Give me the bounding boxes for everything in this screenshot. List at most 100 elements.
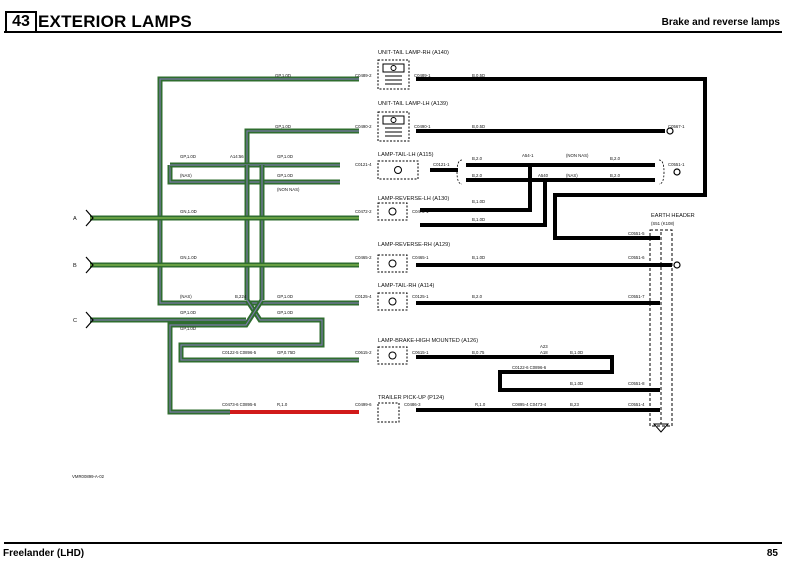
wire-gp-nas-loop [167, 165, 340, 185]
wire-label: (NAS) [566, 173, 578, 178]
wire-label: GP,1.0D [180, 326, 196, 331]
trailer-p124-symbol [377, 402, 400, 423]
connector-label: C0499-6 [355, 402, 372, 407]
wire-label: B,2.0 [472, 294, 483, 299]
wire-label: B,1.0D [472, 255, 485, 260]
input-label-c: C [73, 318, 77, 324]
wire-label: C0122-5 C0896-5 [222, 350, 257, 355]
connector-label: C0472-1 [412, 209, 429, 214]
wire-gp-trailer [167, 298, 265, 415]
input-label-b: B [73, 263, 77, 269]
wire-label: B,2.0 [610, 173, 621, 178]
label-a115: LAMP-TAIL-LH (A115) [378, 152, 434, 158]
label-earth-header-id: (S51 (K108) [651, 221, 675, 226]
header-rule [4, 31, 782, 33]
wire-label: C0473-6 C0895-6 [222, 402, 257, 407]
wire-label: B,23 [570, 402, 579, 407]
wire-label: A54-1 [522, 153, 534, 158]
nas-bracket-right [658, 159, 665, 185]
connector-label: C0121-4 [355, 162, 372, 167]
label-a130: LAMP-REVERSE-LH (A130) [378, 196, 449, 202]
wire-label: B,0.75 [472, 350, 485, 355]
label-earth-header: EARTH HEADER [651, 213, 695, 219]
wire-label: (NON NAS) [277, 187, 300, 192]
wire-label: A540 [538, 173, 549, 178]
wire-label: GP,1.0D [275, 124, 291, 129]
wire-label: B,1.0D [570, 381, 583, 386]
input-label-a: A [73, 216, 77, 222]
section-number: 43 [12, 13, 30, 30]
connector-label: C0489-1 [414, 73, 431, 78]
label-p124: TRAILER PICK-UP (P124) [378, 395, 444, 401]
wire-label: GN,1.0D [180, 209, 197, 214]
earth-terminal-c0551 [673, 261, 681, 269]
wire-label: B,2.0 [472, 156, 483, 161]
wire-label: GP,1.0D [277, 310, 293, 315]
connector-label: C0486-3 [404, 402, 421, 407]
page-subtitle: Brake and reverse lamps [661, 17, 780, 28]
connector-label: C0465-2 [355, 255, 372, 260]
earth-terminal-c0567 [666, 127, 674, 135]
wire-gp-cross [178, 298, 359, 363]
figure-reference: VMR00899-A-02 [72, 474, 105, 479]
wire-b-a126 [416, 355, 660, 392]
wire-label: R,1.0 [475, 402, 486, 407]
wire-label: A14:56 [230, 154, 244, 159]
connector-label: C0551-5 [628, 231, 645, 236]
wire-label: B,1.0D [472, 199, 485, 204]
wire-label: B,0.5D [472, 73, 485, 78]
nas-bracket-left [456, 159, 463, 185]
connector-label: C0551-7 [628, 294, 645, 299]
wire-b-a140 [416, 77, 707, 240]
wire-label: A18 [540, 350, 548, 355]
footer-rule [4, 542, 782, 544]
connector-label: C0551-1 [668, 162, 685, 167]
wire-label: B,2.0 [472, 173, 483, 178]
connector-label: C0121-1 [433, 162, 450, 167]
label-a140: UNIT-TAIL LAMP-RH (A140) [378, 50, 449, 56]
earth-terminals [666, 127, 681, 269]
wire-label: GP,1.0D [180, 310, 196, 315]
wire-label: B,1.0D [570, 350, 583, 355]
connector-label: C0125-4 [355, 294, 372, 299]
wire-label: B,1.0D [472, 217, 485, 222]
connector-label: C0490-1 [414, 124, 431, 129]
label-a126: LAMP-BRAKE-HIGH MOUNTED (A126) [378, 338, 478, 344]
wire-label: B,224 [235, 294, 247, 299]
connector-label: C0551-4 [628, 402, 645, 407]
wire-label: (NON NAS) [566, 153, 589, 158]
earth-header-box [649, 229, 673, 427]
wire-label: B,0.5D [472, 124, 485, 129]
section-title: EXTERIOR LAMPS [38, 12, 192, 31]
wire-label: GP,1.0D [277, 294, 293, 299]
connector-label: C0895-4 C0473-4 [512, 402, 547, 407]
label-a139: UNIT-TAIL LAMP-LH (A139) [378, 101, 448, 107]
connector-label: C0567-1 [668, 124, 685, 129]
connector-label: C0465-1 [412, 255, 429, 260]
connector-label: C0489-2 [355, 73, 372, 78]
earth-terminal-c0568 [673, 168, 681, 176]
label-a114: LAMP-TAIL-RH (A114) [378, 283, 434, 289]
connector-label: C0490-2 [355, 124, 372, 129]
wire-b-a540 [420, 180, 547, 227]
wire-label: (NAS) [180, 173, 192, 178]
wire-label: GP,1.0D [275, 73, 291, 78]
wire-label: GP,1.0D [277, 173, 293, 178]
wire-label: GP,1.0D [180, 154, 196, 159]
wire-label: GP,0.75D [277, 350, 295, 355]
connector-label: C0615-2 [355, 350, 372, 355]
wire-b-a541 [420, 165, 532, 212]
connector-label: C0125-1 [412, 294, 429, 299]
connector-label: C0472-2 [355, 209, 372, 214]
wire-label: (NAS) [180, 294, 192, 299]
wire-label: GP,1.0D [277, 154, 293, 159]
earth-header-symbol [652, 423, 670, 433]
connector-label: C0551-6 [628, 255, 645, 260]
wire-label: GN,1.0D [180, 255, 197, 260]
connector-label: C0551-8 [628, 381, 645, 386]
footer-page-number: 85 [766, 548, 778, 559]
wire-label: B,2.0 [610, 156, 621, 161]
wire-label: R,1.0 [277, 402, 288, 407]
wire-label: A23 [540, 344, 548, 349]
